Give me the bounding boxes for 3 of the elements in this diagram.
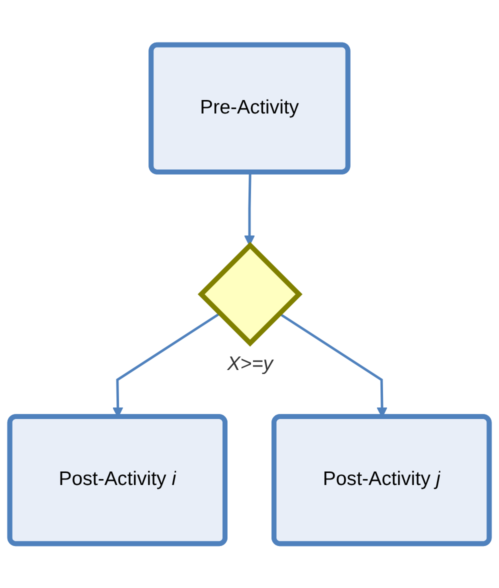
node-diamond [198,242,302,346]
condition-label: X>=y [227,352,273,375]
arrow [244,172,255,246]
